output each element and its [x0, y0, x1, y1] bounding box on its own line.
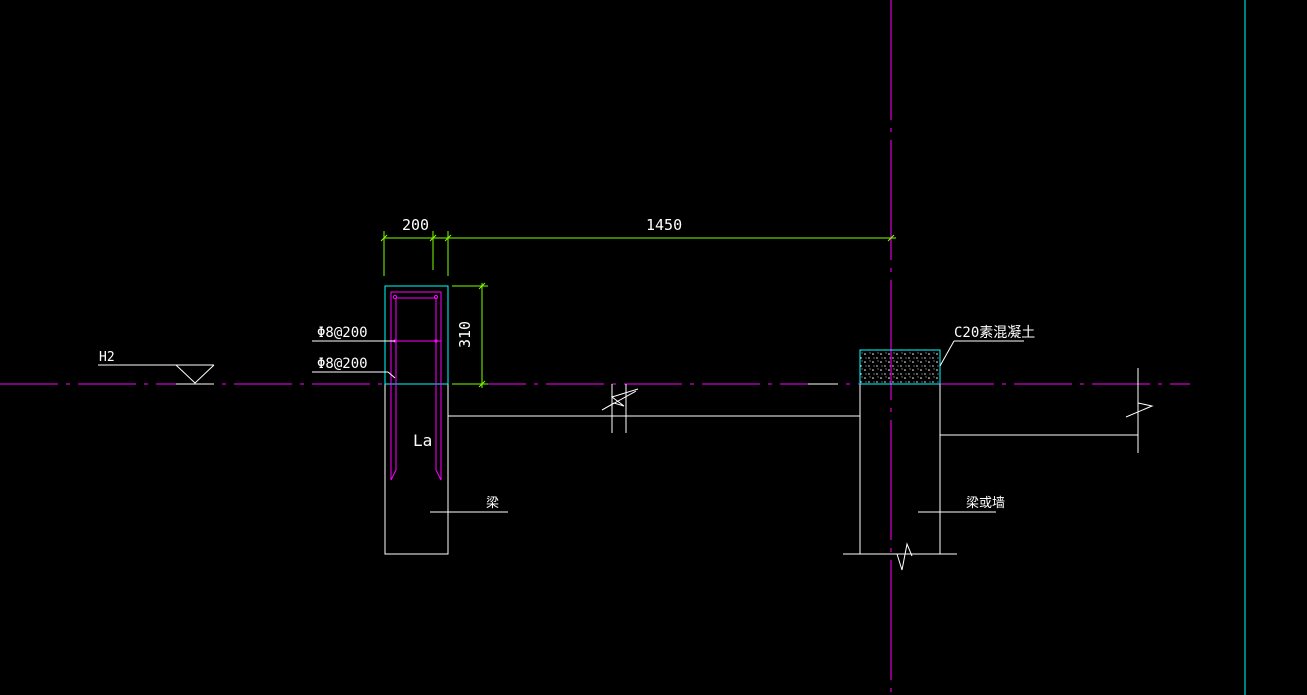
concrete-note-label: C20素混凝土: [954, 325, 1035, 341]
left-beam-section: La: [384, 285, 449, 555]
beam-left-label: 梁: [486, 496, 499, 511]
dim-width-label: 200: [402, 216, 429, 234]
dimension-lines: [380, 231, 896, 388]
dim-height-label: 310: [456, 321, 474, 348]
level-label: H2: [99, 350, 115, 365]
beam-right-label: 梁或墙: [966, 496, 1005, 511]
rebar-top-label: Φ8@200: [317, 325, 368, 341]
dim-span-label: 1450: [646, 216, 682, 234]
anchor-label: La: [413, 431, 432, 450]
concrete-block: C20素混凝土: [859, 325, 1035, 385]
slab: [448, 383, 860, 433]
rebar-stirrup: [390, 291, 442, 481]
rebar-leaders: Φ8@200 Φ8@200: [312, 325, 396, 379]
rebar-bottom-label: Φ8@200: [317, 356, 368, 372]
level-mark: H2: [98, 350, 215, 385]
